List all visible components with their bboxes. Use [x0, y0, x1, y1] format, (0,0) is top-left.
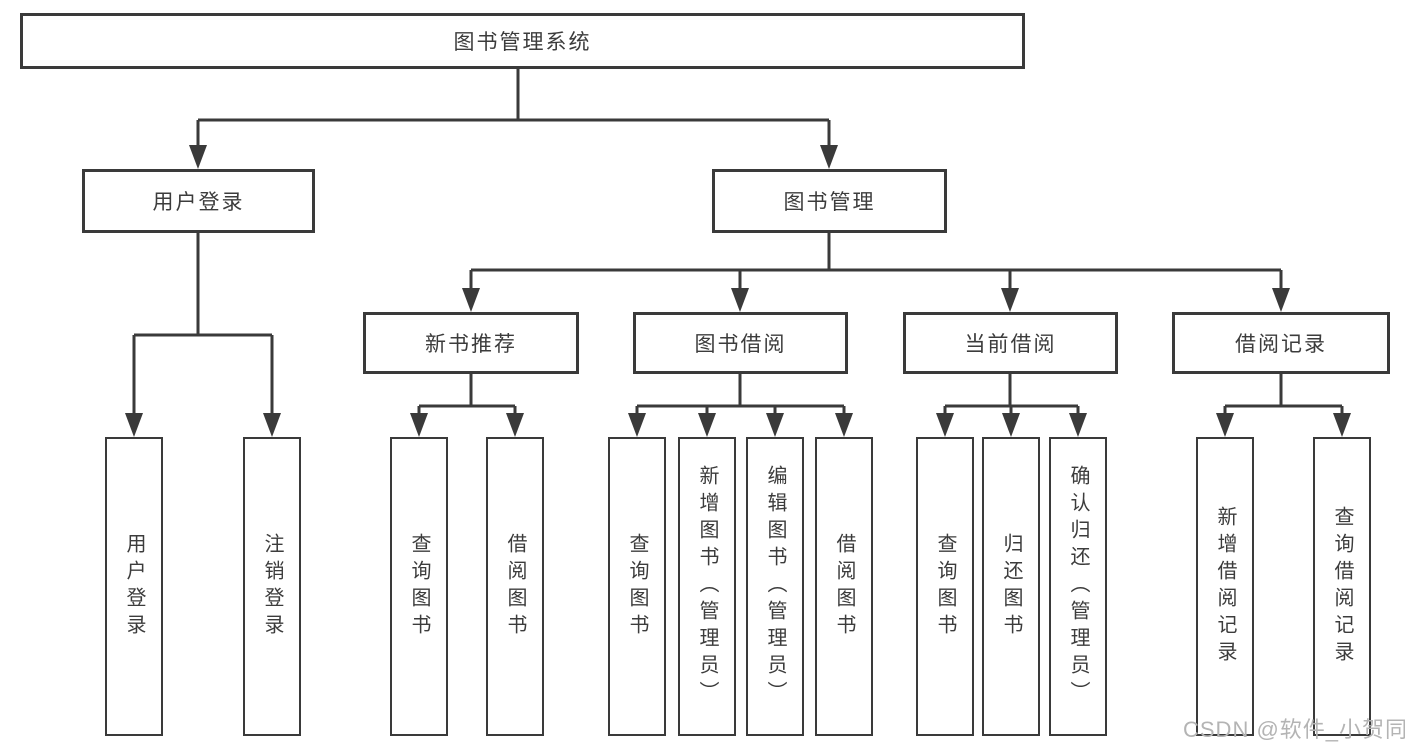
node-borrow-records: 借阅记录	[1172, 312, 1390, 374]
node-current-borrow: 当前借阅	[903, 312, 1118, 374]
leaf-query-books-current: 查询图书	[916, 437, 974, 736]
node-root: 图书管理系统	[20, 13, 1025, 69]
leaf-add-borrow-record: 新增借阅记录	[1196, 437, 1254, 736]
connector-book-borrow	[628, 374, 853, 437]
leaf-query-books-recommend: 查询图书	[390, 437, 448, 736]
leaf-user-login: 用户登录	[105, 437, 163, 736]
connector-borrow-records	[1216, 374, 1351, 437]
node-book-management: 图书管理	[712, 169, 947, 233]
connector-new-book	[410, 374, 524, 437]
leaf-borrow-books-recommend: 借阅图书	[486, 437, 544, 736]
leaf-logout: 注销登录	[243, 437, 301, 736]
leaf-borrow-books: 借阅图书	[815, 437, 873, 736]
leaf-edit-books-admin: 编辑图书（管理员）	[746, 437, 804, 736]
leaf-confirm-return-admin: 确认归还（管理员）	[1049, 437, 1107, 736]
node-book-borrow: 图书借阅	[633, 312, 848, 374]
leaf-return-books: 归还图书	[982, 437, 1040, 736]
leaf-add-books-admin: 新增图书（管理员）	[678, 437, 736, 736]
connector-current-borrow	[936, 374, 1087, 437]
node-user-login: 用户登录	[82, 169, 315, 233]
connector-book-management	[462, 233, 1290, 312]
leaf-query-borrow-record: 查询借阅记录	[1313, 437, 1371, 736]
csdn-watermark: CSDN @软件_小贺同学	[1183, 717, 1405, 742]
connector-user-login	[125, 233, 281, 437]
node-new-book-recommend: 新书推荐	[363, 312, 579, 374]
connector-root	[189, 69, 838, 169]
leaf-query-books-borrow: 查询图书	[608, 437, 666, 736]
